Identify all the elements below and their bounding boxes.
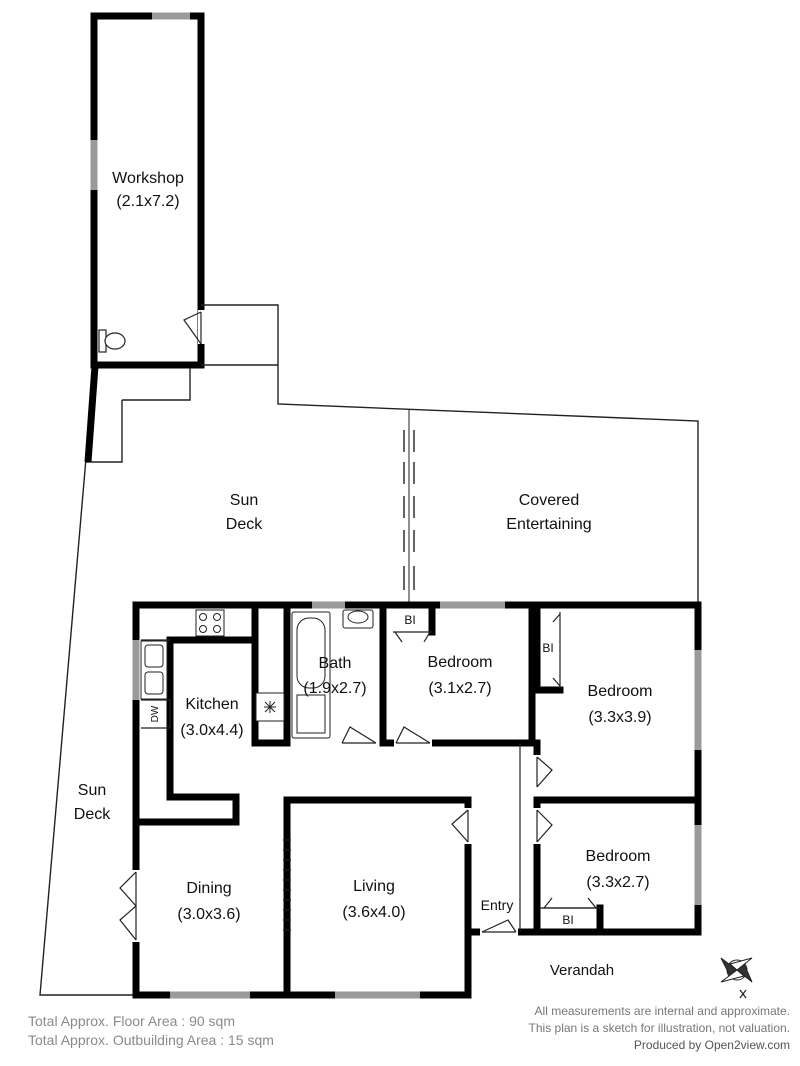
workshop-size: (2.1x7.2) [116, 193, 179, 210]
bi-label-bedroom3: BI [562, 913, 573, 927]
sink-icon [140, 640, 168, 700]
bi-label-bedroom1: BI [404, 613, 415, 627]
total-outbuilding-area: Total Approx. Outbuilding Area : 15 sqm [28, 1032, 274, 1048]
bedroom2-name: Bedroom [588, 683, 653, 700]
fridge-icon [255, 692, 285, 722]
note-line2: This plan is a sketch for illustration, … [529, 1021, 790, 1035]
bedroom1-name: Bedroom [428, 654, 493, 671]
covered-entertaining-line1: Covered [519, 492, 579, 509]
dishwasher-label: DW [150, 705, 161, 722]
covered-entertaining-line2: Entertaining [506, 516, 591, 533]
sun-deck-side-line2: Deck [74, 806, 111, 823]
house-windows [132, 601, 702, 999]
bath-size: (1.9x2.7) [303, 680, 366, 697]
entry-label: Entry [481, 897, 514, 913]
bedroom2-size: (3.3x3.9) [588, 709, 651, 726]
workshop-walls [90, 12, 205, 369]
note-line1: All measurements are internal and approx… [535, 1004, 790, 1018]
sun-deck-side-line1: Sun [78, 782, 106, 799]
interior-walls [132, 601, 702, 999]
sliding-door-dashes [403, 430, 415, 590]
basin-icon [342, 609, 374, 629]
bedroom3-name: Bedroom [586, 848, 651, 865]
workshop-name: Workshop [112, 170, 184, 187]
kitchen-size: (3.0x4.4) [180, 722, 243, 739]
bath-name: Bath [319, 655, 352, 672]
stove-icon [195, 609, 225, 637]
verandah-label: Verandah [550, 962, 614, 979]
living-name: Living [353, 878, 395, 895]
total-floor-area: Total Approx. Floor Area : 90 sqm [28, 1013, 235, 1029]
toilet-icon [98, 329, 126, 353]
note-line3: Produced by Open2view.com [634, 1038, 790, 1052]
deck-edge-heavy [84, 365, 99, 463]
dining-name: Dining [186, 880, 231, 897]
sun-deck-top-line1: Sun [230, 492, 258, 509]
workshop-windows [90, 12, 190, 190]
doors [119, 612, 598, 942]
bi-label-bedroom2: BI [542, 641, 553, 655]
workshop-door [183, 310, 206, 345]
kitchen-name: Kitchen [185, 696, 238, 713]
bathtub-icon [291, 611, 331, 739]
dining-living-opening [283, 839, 291, 931]
compass-icon [720, 957, 753, 999]
dining-size: (3.0x3.6) [177, 906, 240, 923]
living-size: (3.6x4.0) [342, 904, 405, 921]
sun-deck-top-line2: Deck [226, 516, 263, 533]
bedroom1-size: (3.1x2.7) [428, 680, 491, 697]
deck-outlines [39, 304, 699, 996]
bedroom3-size: (3.3x2.7) [586, 874, 649, 891]
